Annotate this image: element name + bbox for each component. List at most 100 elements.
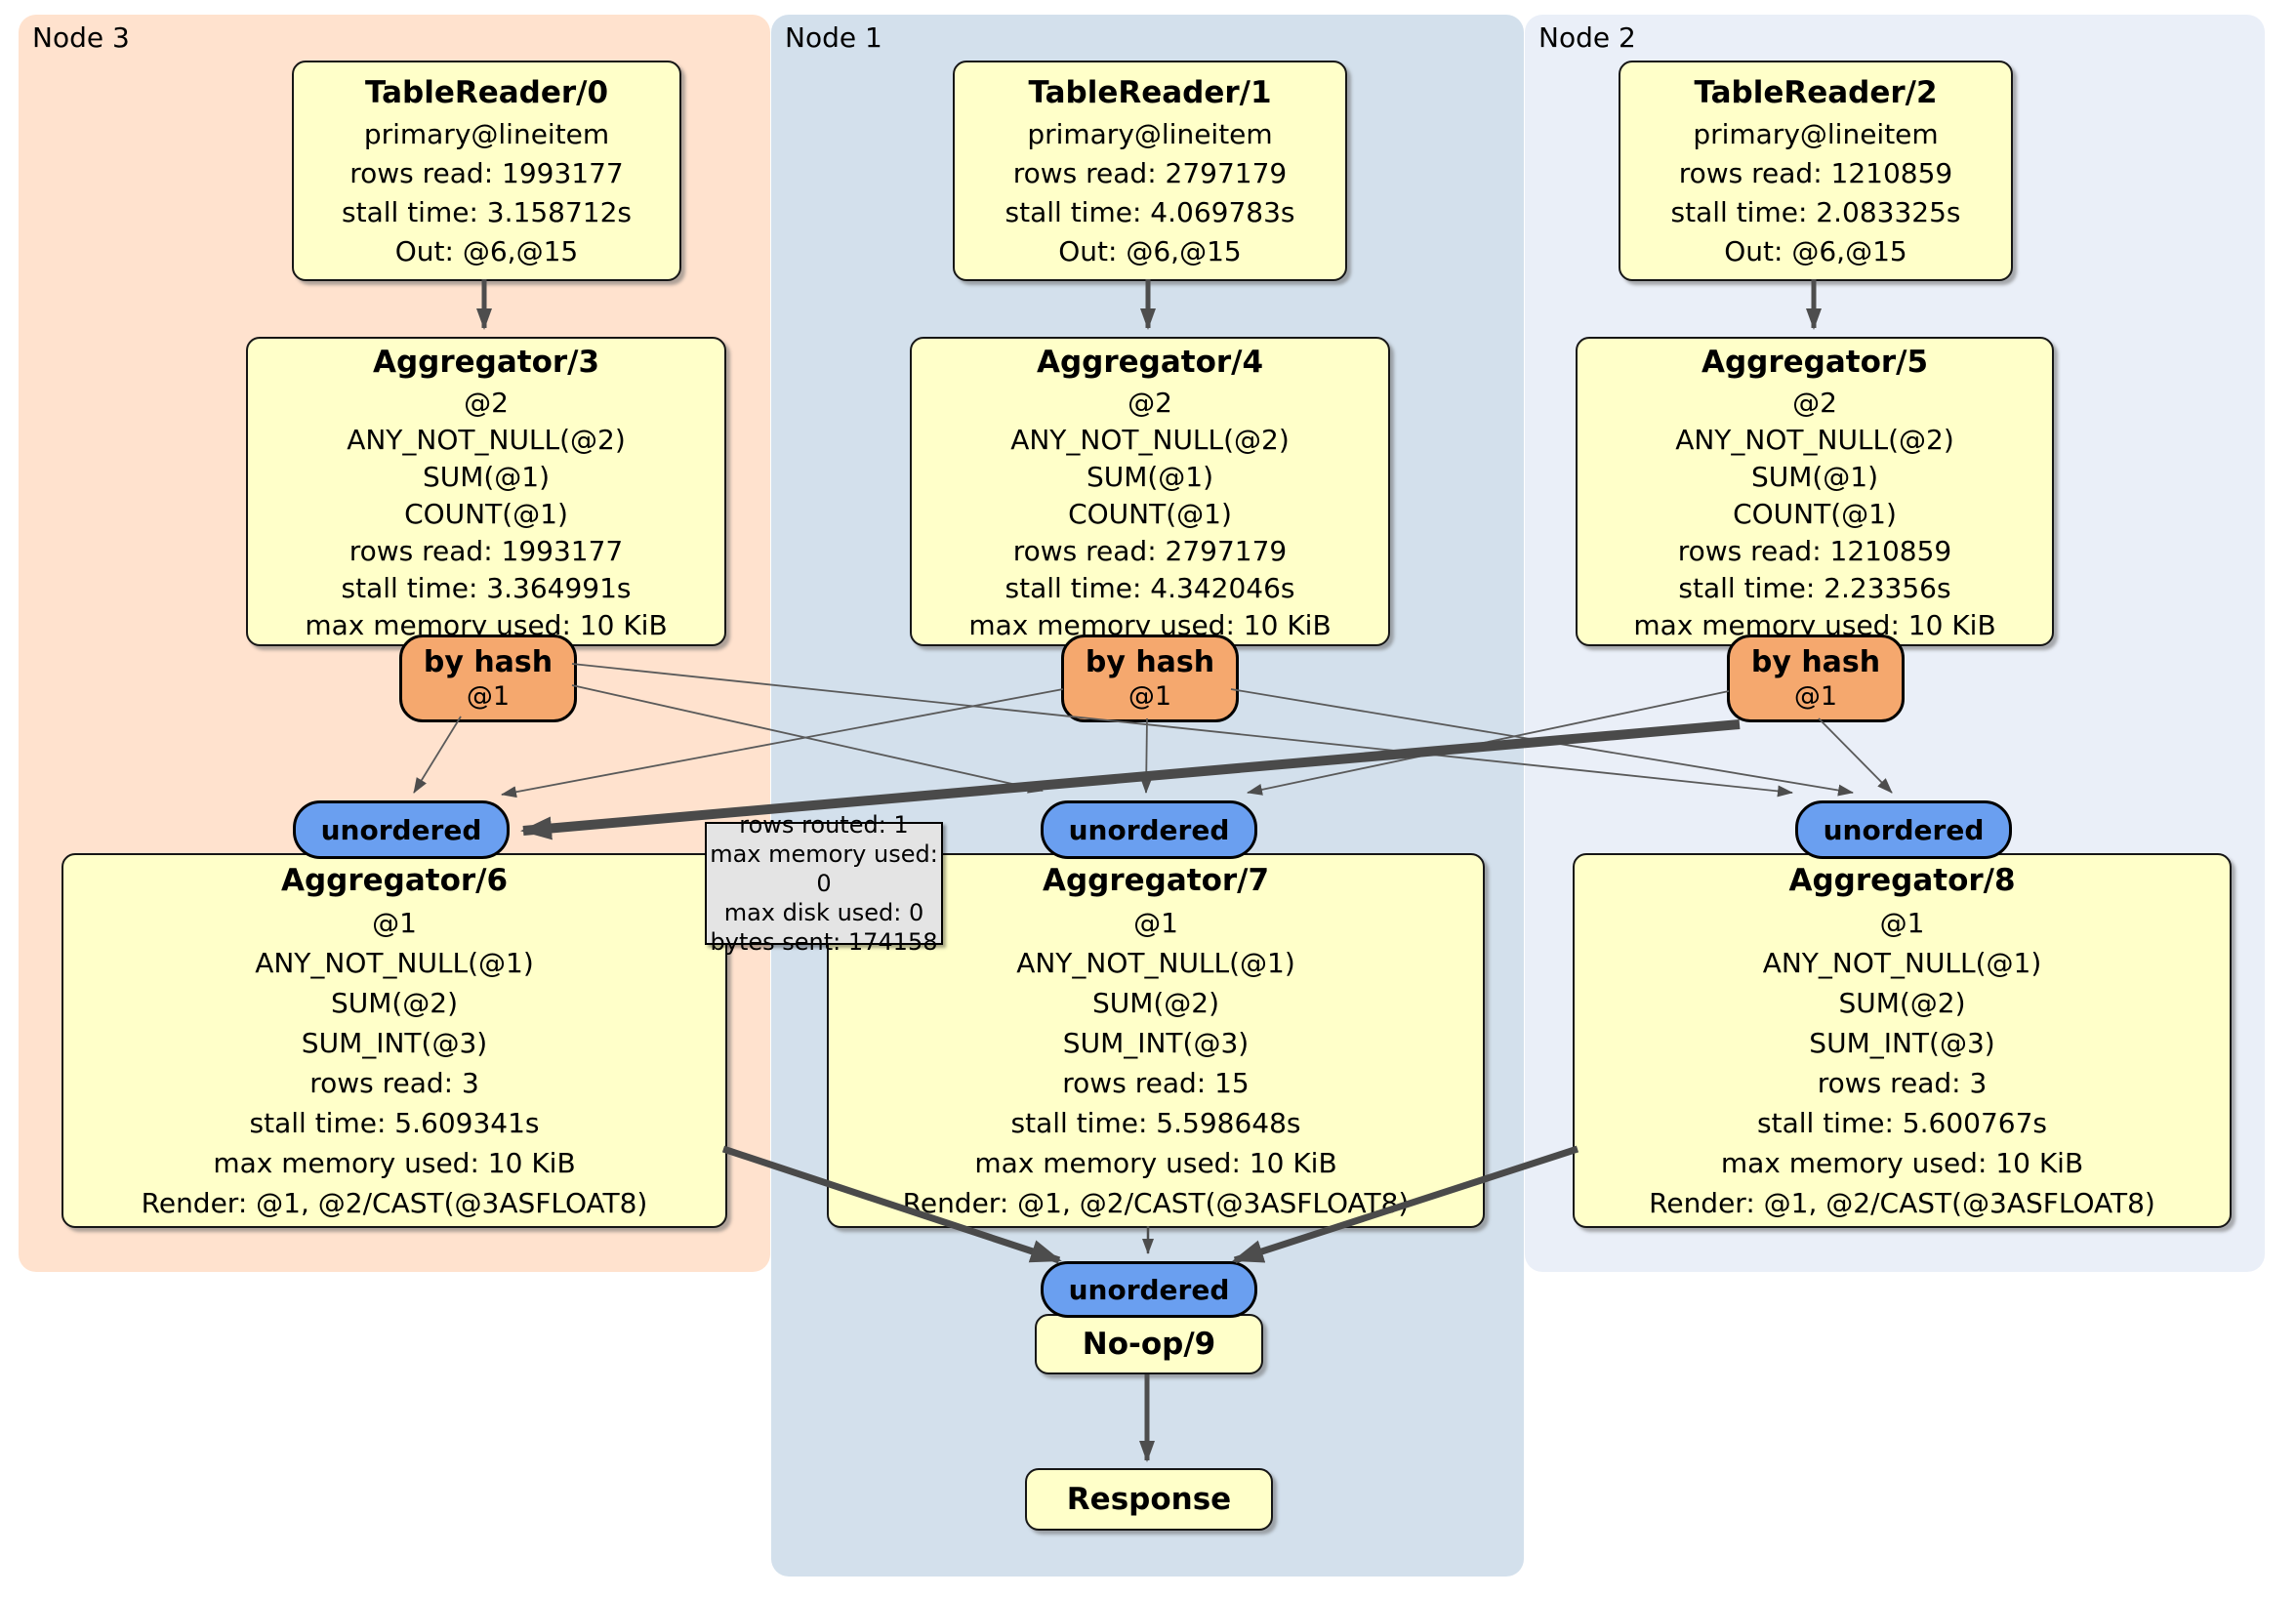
processor-detail: Out: @6,@15 bbox=[1058, 235, 1242, 267]
processor-detail: SUM_INT(@3) bbox=[1062, 1027, 1250, 1059]
sync-unordered-final[interactable]: unordered bbox=[1041, 1261, 1257, 1318]
processor-tablereader-1[interactable]: TableReader/1 primary@lineitem rows read… bbox=[953, 61, 1347, 281]
processor-noop-9[interactable]: No-op/9 bbox=[1035, 1314, 1263, 1374]
router-by-hash-node3[interactable]: by hash @1 bbox=[399, 635, 577, 722]
processor-detail: rows read: 2797179 bbox=[1012, 534, 1288, 567]
processor-tablereader-0[interactable]: TableReader/0 primary@lineitem rows read… bbox=[292, 61, 681, 281]
processor-title: No-op/9 bbox=[1082, 1327, 1216, 1362]
processor-detail: ANY_NOT_NULL(@1) bbox=[1016, 947, 1295, 979]
processor-detail: COUNT(@1) bbox=[404, 497, 568, 530]
processor-detail: primary@lineitem bbox=[1027, 118, 1273, 150]
panel-label-node-1: Node 1 bbox=[785, 21, 882, 54]
processor-detail: max memory used: 10 KiB bbox=[1720, 1147, 2084, 1179]
processor-detail: SUM_INT(@3) bbox=[1809, 1027, 1995, 1059]
router-label: by hash bbox=[1085, 645, 1215, 679]
processor-detail: ANY_NOT_NULL(@1) bbox=[255, 947, 534, 979]
processor-aggregator-6[interactable]: Aggregator/6 @1 ANY_NOT_NULL(@1) SUM(@2)… bbox=[62, 853, 727, 1228]
tooltip-line: max disk used: 0 bbox=[723, 899, 924, 926]
router-stream: @1 bbox=[1793, 681, 1838, 712]
tooltip-line: max memory used: 0 bbox=[710, 840, 938, 897]
processor-title: Response bbox=[1066, 1482, 1232, 1517]
processor-detail: @2 bbox=[464, 386, 509, 419]
processor-detail: @2 bbox=[1128, 386, 1172, 419]
processor-detail: @1 bbox=[372, 907, 417, 939]
tooltip-line: bytes sent: 174158 bbox=[710, 928, 938, 956]
processor-response[interactable]: Response bbox=[1025, 1468, 1273, 1531]
sync-label: unordered bbox=[1068, 813, 1230, 846]
processor-detail: primary@lineitem bbox=[1693, 118, 1939, 150]
processor-detail: max memory used: 10 KiB bbox=[213, 1147, 576, 1179]
processor-detail: stall time: 5.598648s bbox=[1010, 1107, 1301, 1139]
processor-title: Aggregator/6 bbox=[280, 863, 509, 898]
processor-aggregator-3[interactable]: Aggregator/3 @2 ANY_NOT_NULL(@2) SUM(@1)… bbox=[246, 337, 726, 646]
router-by-hash-node2[interactable]: by hash @1 bbox=[1727, 635, 1905, 722]
router-label: by hash bbox=[423, 645, 554, 679]
processor-detail: ANY_NOT_NULL(@1) bbox=[1762, 947, 2042, 979]
sync-label: unordered bbox=[1823, 813, 1985, 846]
sync-unordered-node1[interactable]: unordered bbox=[1041, 800, 1257, 859]
processor-detail: ANY_NOT_NULL(@2) bbox=[1010, 423, 1290, 456]
sync-unordered-node2[interactable]: unordered bbox=[1795, 800, 2012, 859]
processor-title: Aggregator/3 bbox=[372, 344, 600, 380]
processor-detail: COUNT(@1) bbox=[1068, 497, 1232, 530]
processor-title: TableReader/0 bbox=[364, 75, 609, 110]
panel-label-node-3: Node 3 bbox=[32, 21, 130, 54]
processor-detail: rows read: 1210859 bbox=[1678, 157, 1953, 189]
processor-aggregator-5[interactable]: Aggregator/5 @2 ANY_NOT_NULL(@2) SUM(@1)… bbox=[1576, 337, 2054, 646]
processor-detail: ANY_NOT_NULL(@2) bbox=[1675, 423, 1954, 456]
processor-detail: SUM(@2) bbox=[1838, 987, 1966, 1019]
processor-detail: rows read: 3 bbox=[1817, 1067, 1988, 1099]
router-stream: @1 bbox=[1128, 681, 1172, 712]
processor-title: Aggregator/7 bbox=[1042, 863, 1270, 898]
processor-detail: primary@lineitem bbox=[363, 118, 610, 150]
processor-detail: @1 bbox=[1879, 907, 1925, 939]
tooltip-line: rows routed: 1 bbox=[739, 811, 909, 839]
processor-detail: @2 bbox=[1792, 386, 1837, 419]
processor-detail: rows read: 15 bbox=[1062, 1067, 1250, 1099]
panel-label-node-2: Node 2 bbox=[1538, 21, 1636, 54]
router-stream: @1 bbox=[466, 681, 511, 712]
processor-title: TableReader/2 bbox=[1694, 75, 1938, 110]
processor-detail: max memory used: 10 KiB bbox=[974, 1147, 1337, 1179]
processor-detail: SUM(@2) bbox=[1091, 987, 1220, 1019]
processor-detail: SUM(@2) bbox=[330, 987, 459, 1019]
processor-detail: SUM(@1) bbox=[1750, 460, 1879, 493]
processor-tablereader-2[interactable]: TableReader/2 primary@lineitem rows read… bbox=[1619, 61, 2013, 281]
processor-detail: rows read: 1993177 bbox=[348, 534, 624, 567]
processor-detail: Out: @6,@15 bbox=[1724, 235, 1907, 267]
sync-label: unordered bbox=[320, 813, 482, 846]
processor-detail: SUM(@1) bbox=[422, 460, 551, 493]
processor-detail: COUNT(@1) bbox=[1733, 497, 1897, 530]
processor-detail: stall time: 3.364991s bbox=[341, 571, 632, 604]
processor-aggregator-4[interactable]: Aggregator/4 @2 ANY_NOT_NULL(@2) SUM(@1)… bbox=[910, 337, 1390, 646]
processor-detail: stall time: 2.23356s bbox=[1678, 571, 1951, 604]
processor-detail: Render: @1, @2/CAST(@3ASFLOAT8) bbox=[1649, 1187, 2155, 1219]
processor-detail: SUM(@1) bbox=[1086, 460, 1214, 493]
processor-detail: stall time: 4.069783s bbox=[1004, 196, 1295, 228]
sync-label: unordered bbox=[1068, 1273, 1230, 1306]
processor-detail: rows read: 3 bbox=[309, 1067, 479, 1099]
processor-aggregator-8[interactable]: Aggregator/8 @1 ANY_NOT_NULL(@1) SUM(@2)… bbox=[1573, 853, 2232, 1228]
processor-detail: @1 bbox=[1133, 907, 1178, 939]
processor-detail: rows read: 1210859 bbox=[1677, 534, 1952, 567]
processor-detail: Out: @6,@15 bbox=[394, 235, 579, 267]
processor-detail: stall time: 5.600767s bbox=[1757, 1107, 2047, 1139]
sync-unordered-node3[interactable]: unordered bbox=[293, 800, 510, 859]
stream-stats-tooltip: rows routed: 1 max memory used: 0 max di… bbox=[705, 811, 943, 956]
processor-detail: stall time: 3.158712s bbox=[342, 196, 632, 228]
processor-detail: stall time: 5.609341s bbox=[249, 1107, 540, 1139]
router-label: by hash bbox=[1750, 645, 1881, 679]
processor-title: Aggregator/5 bbox=[1701, 344, 1929, 380]
processor-title: TableReader/1 bbox=[1028, 75, 1272, 110]
router-by-hash-node1[interactable]: by hash @1 bbox=[1061, 635, 1239, 722]
processor-title: Aggregator/4 bbox=[1036, 344, 1264, 380]
processor-detail: stall time: 4.342046s bbox=[1004, 571, 1295, 604]
processor-detail: ANY_NOT_NULL(@2) bbox=[347, 423, 626, 456]
processor-title: Aggregator/8 bbox=[1788, 863, 2016, 898]
processor-detail: rows read: 1993177 bbox=[349, 157, 624, 189]
processor-detail: Render: @1, @2/CAST(@3ASFLOAT8) bbox=[902, 1187, 1410, 1219]
processor-detail: Render: @1, @2/CAST(@3ASFLOAT8) bbox=[141, 1187, 648, 1219]
processor-detail: SUM_INT(@3) bbox=[301, 1027, 488, 1059]
processor-detail: rows read: 2797179 bbox=[1012, 157, 1288, 189]
